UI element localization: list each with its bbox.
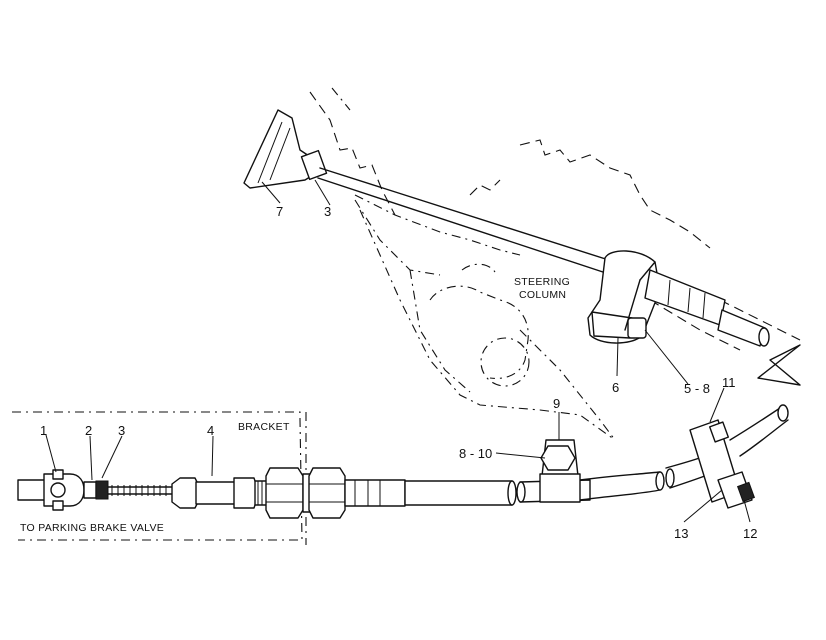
cable-end-clamp <box>689 419 756 509</box>
callout-13: 13 <box>674 526 688 541</box>
brake-rod <box>317 167 616 276</box>
callout-5-8: 5 - 8 <box>684 381 710 396</box>
cable-assembly <box>17 404 789 519</box>
callout-3-knob: 3 <box>324 204 331 219</box>
callout-11: 11 <box>722 375 736 390</box>
column-mount-clamp <box>587 250 770 347</box>
callout-3-left: 3 <box>118 423 125 438</box>
callout-12: 12 <box>743 526 757 541</box>
steering-column-label-line1: STEERING <box>514 276 570 288</box>
bracket-label: BRACKET <box>238 421 290 433</box>
steering-column-label-line2: COLUMN <box>519 289 566 301</box>
callout-4: 4 <box>207 423 214 438</box>
parking-brake-valve-label: TO PARKING BRAKE VALVE <box>20 522 164 534</box>
callout-2: 2 <box>85 423 92 438</box>
callout-6: 6 <box>612 380 619 395</box>
leader-lines <box>45 179 751 523</box>
callout-8-10: 8 - 10 <box>459 446 492 461</box>
cable-clamp <box>539 439 581 503</box>
callout-7: 7 <box>276 204 283 219</box>
callout-9: 9 <box>553 396 560 411</box>
callout-1: 1 <box>40 423 47 438</box>
steering-column-outline <box>309 87 801 441</box>
parking-brake-knob <box>243 109 328 189</box>
